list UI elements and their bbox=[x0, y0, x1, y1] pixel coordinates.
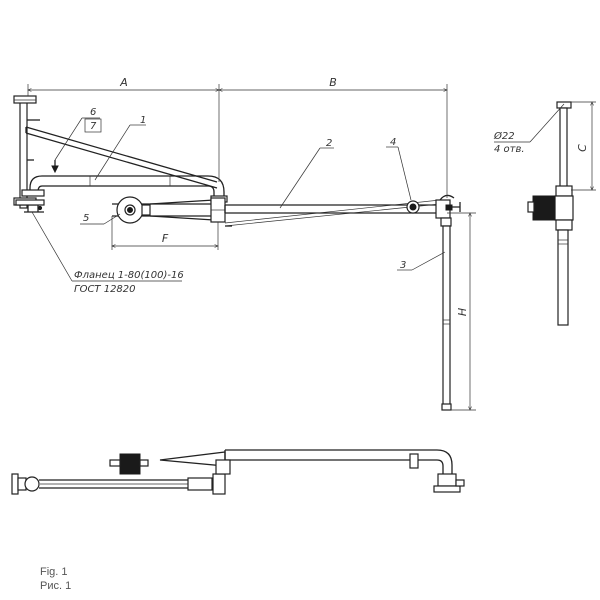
plan-view bbox=[11, 449, 465, 495]
label-part-7: 7 bbox=[90, 121, 97, 132]
dimension-h: H bbox=[447, 213, 476, 410]
dimension-f: F bbox=[112, 216, 218, 250]
label-part-1: 1 bbox=[140, 115, 146, 126]
figure-caption-ru: Рис. 1 bbox=[40, 580, 72, 592]
label-part-6: 6 bbox=[90, 107, 96, 118]
flange-note-line2: ГОСТ 12820 bbox=[74, 284, 136, 295]
pointer-6 bbox=[51, 160, 59, 174]
figure-caption-en: Fig. 1 bbox=[40, 566, 68, 578]
flange-post bbox=[15, 199, 45, 213]
hole-count-note: 4 отв. bbox=[494, 144, 525, 155]
dim-f-label: F bbox=[162, 232, 169, 245]
hole-diameter-note: Ø22 bbox=[493, 130, 515, 142]
tie-rod bbox=[25, 126, 218, 189]
label-part-2: 2 bbox=[326, 138, 332, 149]
dim-c-label: C bbox=[576, 144, 589, 152]
swivel-right bbox=[435, 194, 461, 219]
main-view: A B F H 1 2 3 bbox=[13, 76, 476, 411]
joint-4 bbox=[406, 200, 420, 214]
side-view: C Ø22 4 отв. bbox=[493, 102, 596, 326]
dimension-ab: A B bbox=[28, 76, 447, 198]
flange-note-line1: Фланец 1-80(100)-16 bbox=[74, 270, 184, 281]
label-part-5: 5 bbox=[83, 213, 89, 224]
dim-b-label: B bbox=[329, 76, 337, 89]
arm-1 bbox=[21, 175, 228, 203]
counterweight-wheel bbox=[116, 196, 151, 224]
label-part-3: 3 bbox=[400, 260, 406, 271]
label-part-4: 4 bbox=[390, 137, 396, 148]
dim-a-label: A bbox=[119, 76, 128, 89]
dim-h-label: H bbox=[456, 308, 469, 316]
arm-2 bbox=[224, 199, 441, 227]
part-leaders: 1 2 3 4 5 6 7 Фланец 1-80(100)-16 ГОСТ 1… bbox=[31, 107, 446, 295]
vertical-pipe-3 bbox=[440, 217, 452, 411]
